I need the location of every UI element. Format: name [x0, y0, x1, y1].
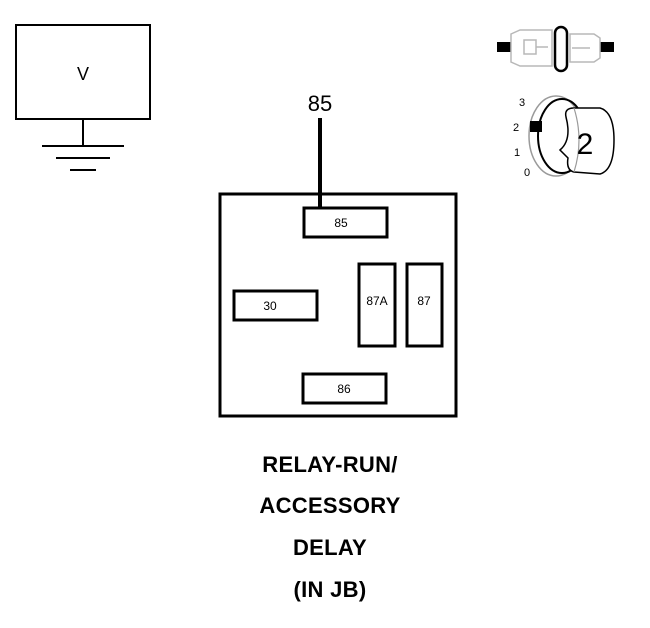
ignition-position-3: 3 — [519, 97, 525, 109]
ground-icon — [42, 119, 124, 171]
relay-outline — [218, 192, 458, 418]
connector-disconnected-icon — [497, 25, 614, 73]
relay-pin-86[interactable]: 86 — [301, 372, 388, 405]
voltmeter-symbol: V — [77, 64, 89, 84]
voltmeter: V — [15, 24, 151, 171]
component-title-line-4: (IN JB) — [293, 577, 367, 602]
component-title-line-1: RELAY-RUN/ — [262, 452, 398, 477]
probe-pin-label: 85 — [308, 91, 332, 116]
relay-pin-87a[interactable]: 87A — [357, 262, 397, 348]
ignition-position-2: 2 — [513, 122, 519, 134]
relay-pin-30-label: 30 — [263, 299, 277, 313]
relay-pin-87[interactable]: 87 — [405, 262, 444, 348]
voltmeter-body — [15, 24, 151, 120]
relay-pin-86-label: 86 — [337, 382, 351, 396]
component-title-line-3: DELAY — [292, 535, 368, 560]
relay-pin-85[interactable]: 85 — [302, 206, 389, 239]
relay-pin-85-label: 85 — [334, 216, 348, 230]
relay-socket: 85 30 87A 87 86 — [218, 192, 458, 418]
ignition-switch-icon: 3 2 1 0 2 — [513, 95, 615, 179]
relay-pin-87-label: 87 — [417, 294, 431, 308]
ignition-key-position: 2 — [577, 128, 594, 161]
relay-pin-30[interactable]: 30 — [232, 289, 319, 322]
relay-pin-87a-label: 87A — [366, 294, 387, 308]
ignition-position-1: 1 — [514, 147, 520, 159]
component-title-line-2: ACCESSORY — [259, 493, 401, 518]
ignition-position-0: 0 — [524, 167, 530, 179]
